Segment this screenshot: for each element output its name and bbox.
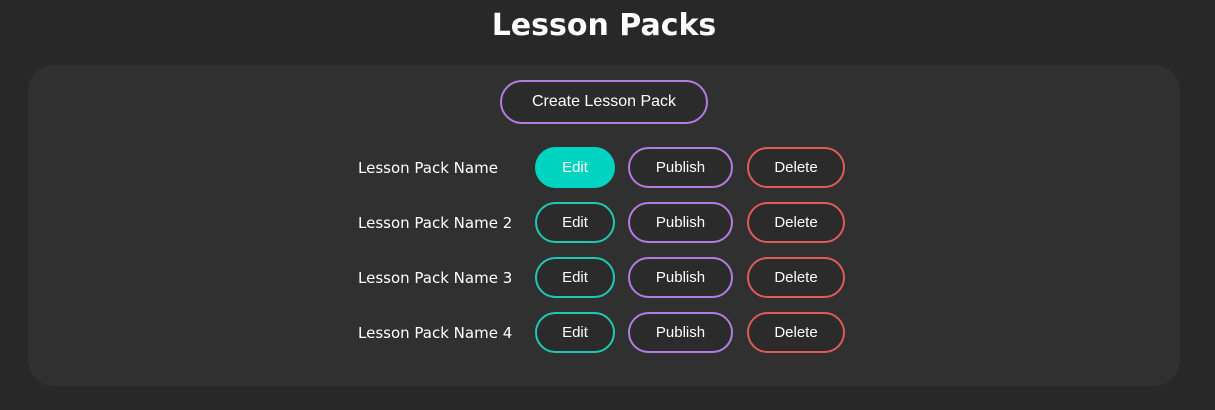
lesson-pack-row: Lesson Pack Name Edit Publish Delete [28, 147, 1180, 188]
lesson-pack-row: Lesson Pack Name 4 Edit Publish Delete [28, 312, 1180, 353]
lesson-pack-name: Lesson Pack Name 2 [358, 214, 513, 232]
publish-button[interactable]: Publish [628, 202, 733, 243]
page-title: Lesson Packs [491, 8, 717, 43]
create-lesson-pack-button[interactable]: Create Lesson Pack [500, 80, 708, 124]
delete-button[interactable]: Delete [747, 147, 845, 188]
lesson-pack-name: Lesson Pack Name 3 [358, 269, 513, 287]
lesson-pack-row: Lesson Pack Name 2 Edit Publish Delete [28, 202, 1180, 243]
lesson-pack-name: Lesson Pack Name [358, 159, 498, 177]
lesson-packs-panel: Create Lesson Pack Lesson Pack Name Edit… [28, 65, 1180, 386]
publish-button[interactable]: Publish [628, 147, 733, 188]
publish-button[interactable]: Publish [628, 257, 733, 298]
edit-button[interactable]: Edit [535, 147, 615, 188]
lesson-pack-name: Lesson Pack Name 4 [358, 324, 513, 342]
delete-button[interactable]: Delete [747, 312, 845, 353]
lesson-pack-row: Lesson Pack Name 3 Edit Publish Delete [28, 257, 1180, 298]
publish-button[interactable]: Publish [628, 312, 733, 353]
edit-button[interactable]: Edit [535, 312, 615, 353]
edit-button[interactable]: Edit [535, 257, 615, 298]
delete-button[interactable]: Delete [747, 257, 845, 298]
delete-button[interactable]: Delete [747, 202, 845, 243]
edit-button[interactable]: Edit [535, 202, 615, 243]
